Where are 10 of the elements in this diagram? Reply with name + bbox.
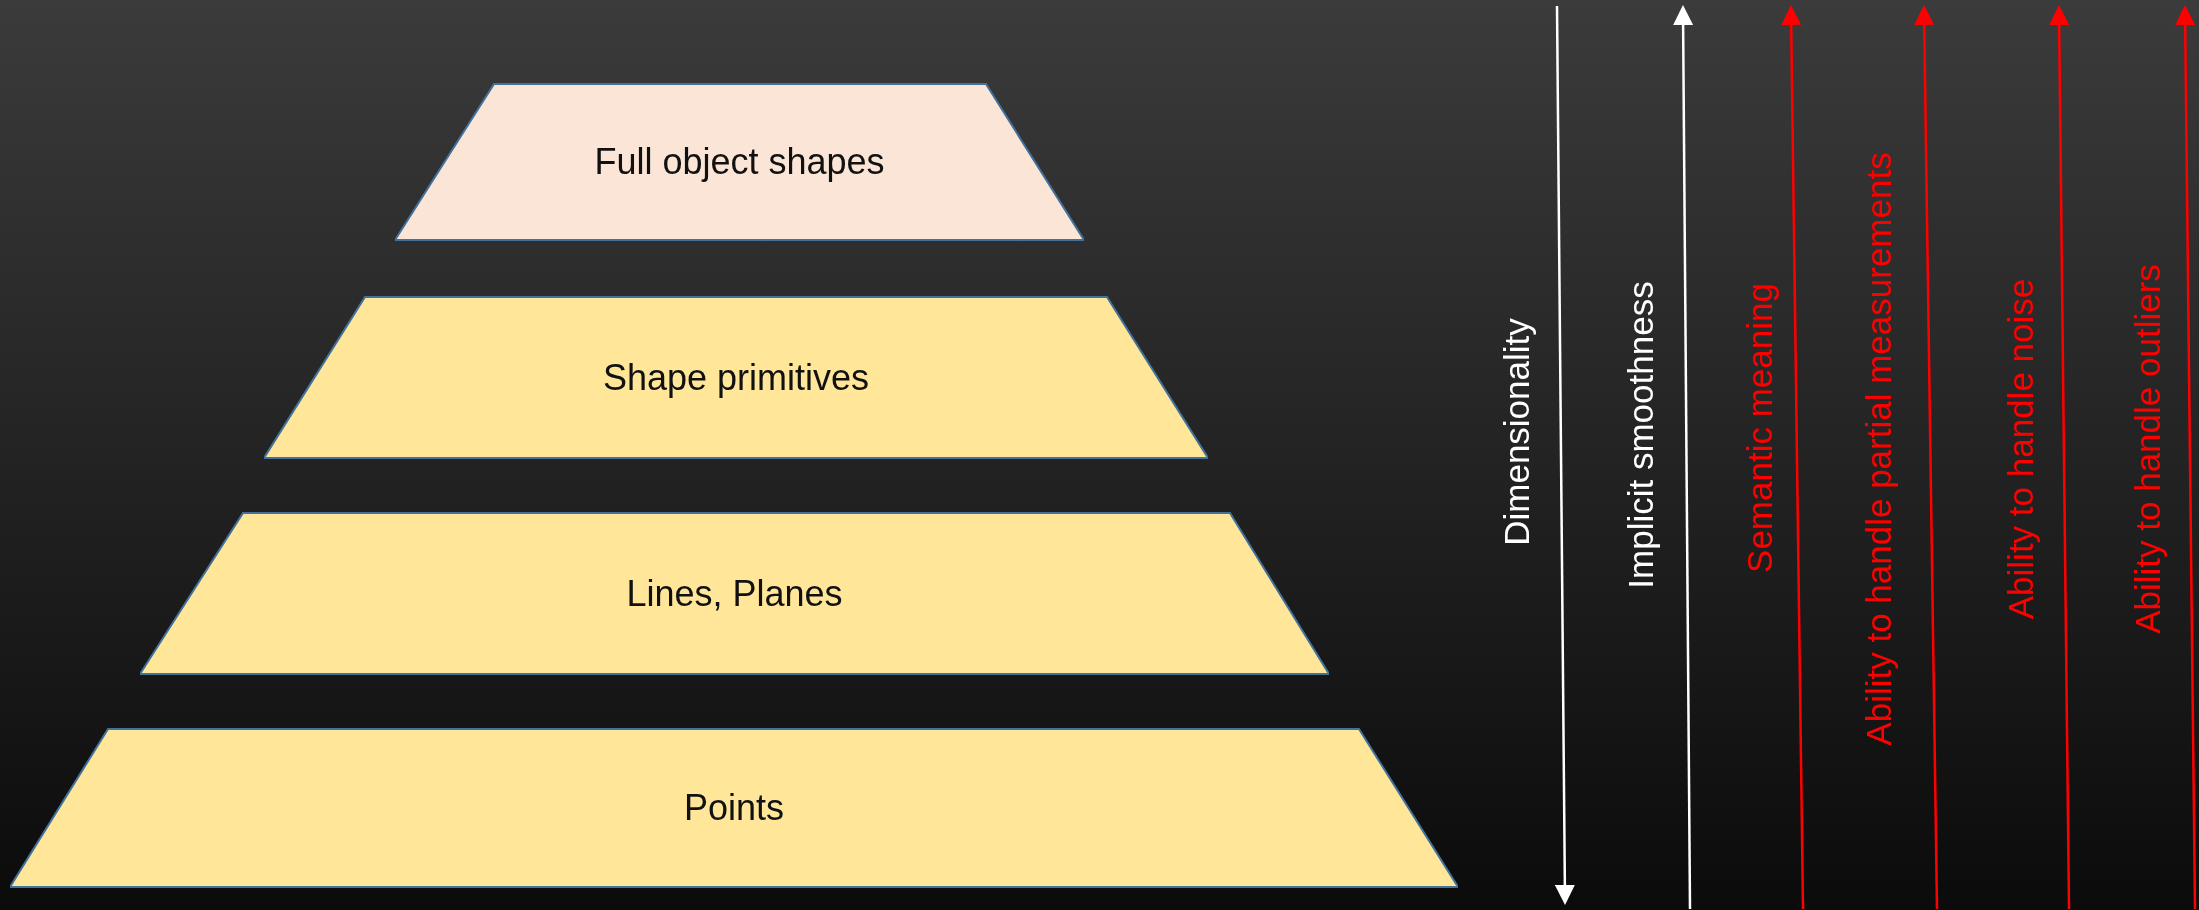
axis-label: Semantic meaning (1740, 283, 1780, 573)
axis-label: Ability to handle noise (2001, 278, 2041, 620)
axis-label: Ability to handle partial measurements (1859, 152, 1899, 746)
tier-label: Lines, Planes (626, 572, 843, 615)
axis-label: Ability to handle outliers (2128, 264, 2168, 634)
axis-label: Implicit smoothness (1621, 281, 1661, 589)
tier-label: Full object shapes (594, 141, 885, 183)
tier-label: Points (683, 787, 785, 829)
axis-label: Dimensionality (1497, 318, 1537, 546)
tier-label: Shape primitives (602, 356, 870, 399)
